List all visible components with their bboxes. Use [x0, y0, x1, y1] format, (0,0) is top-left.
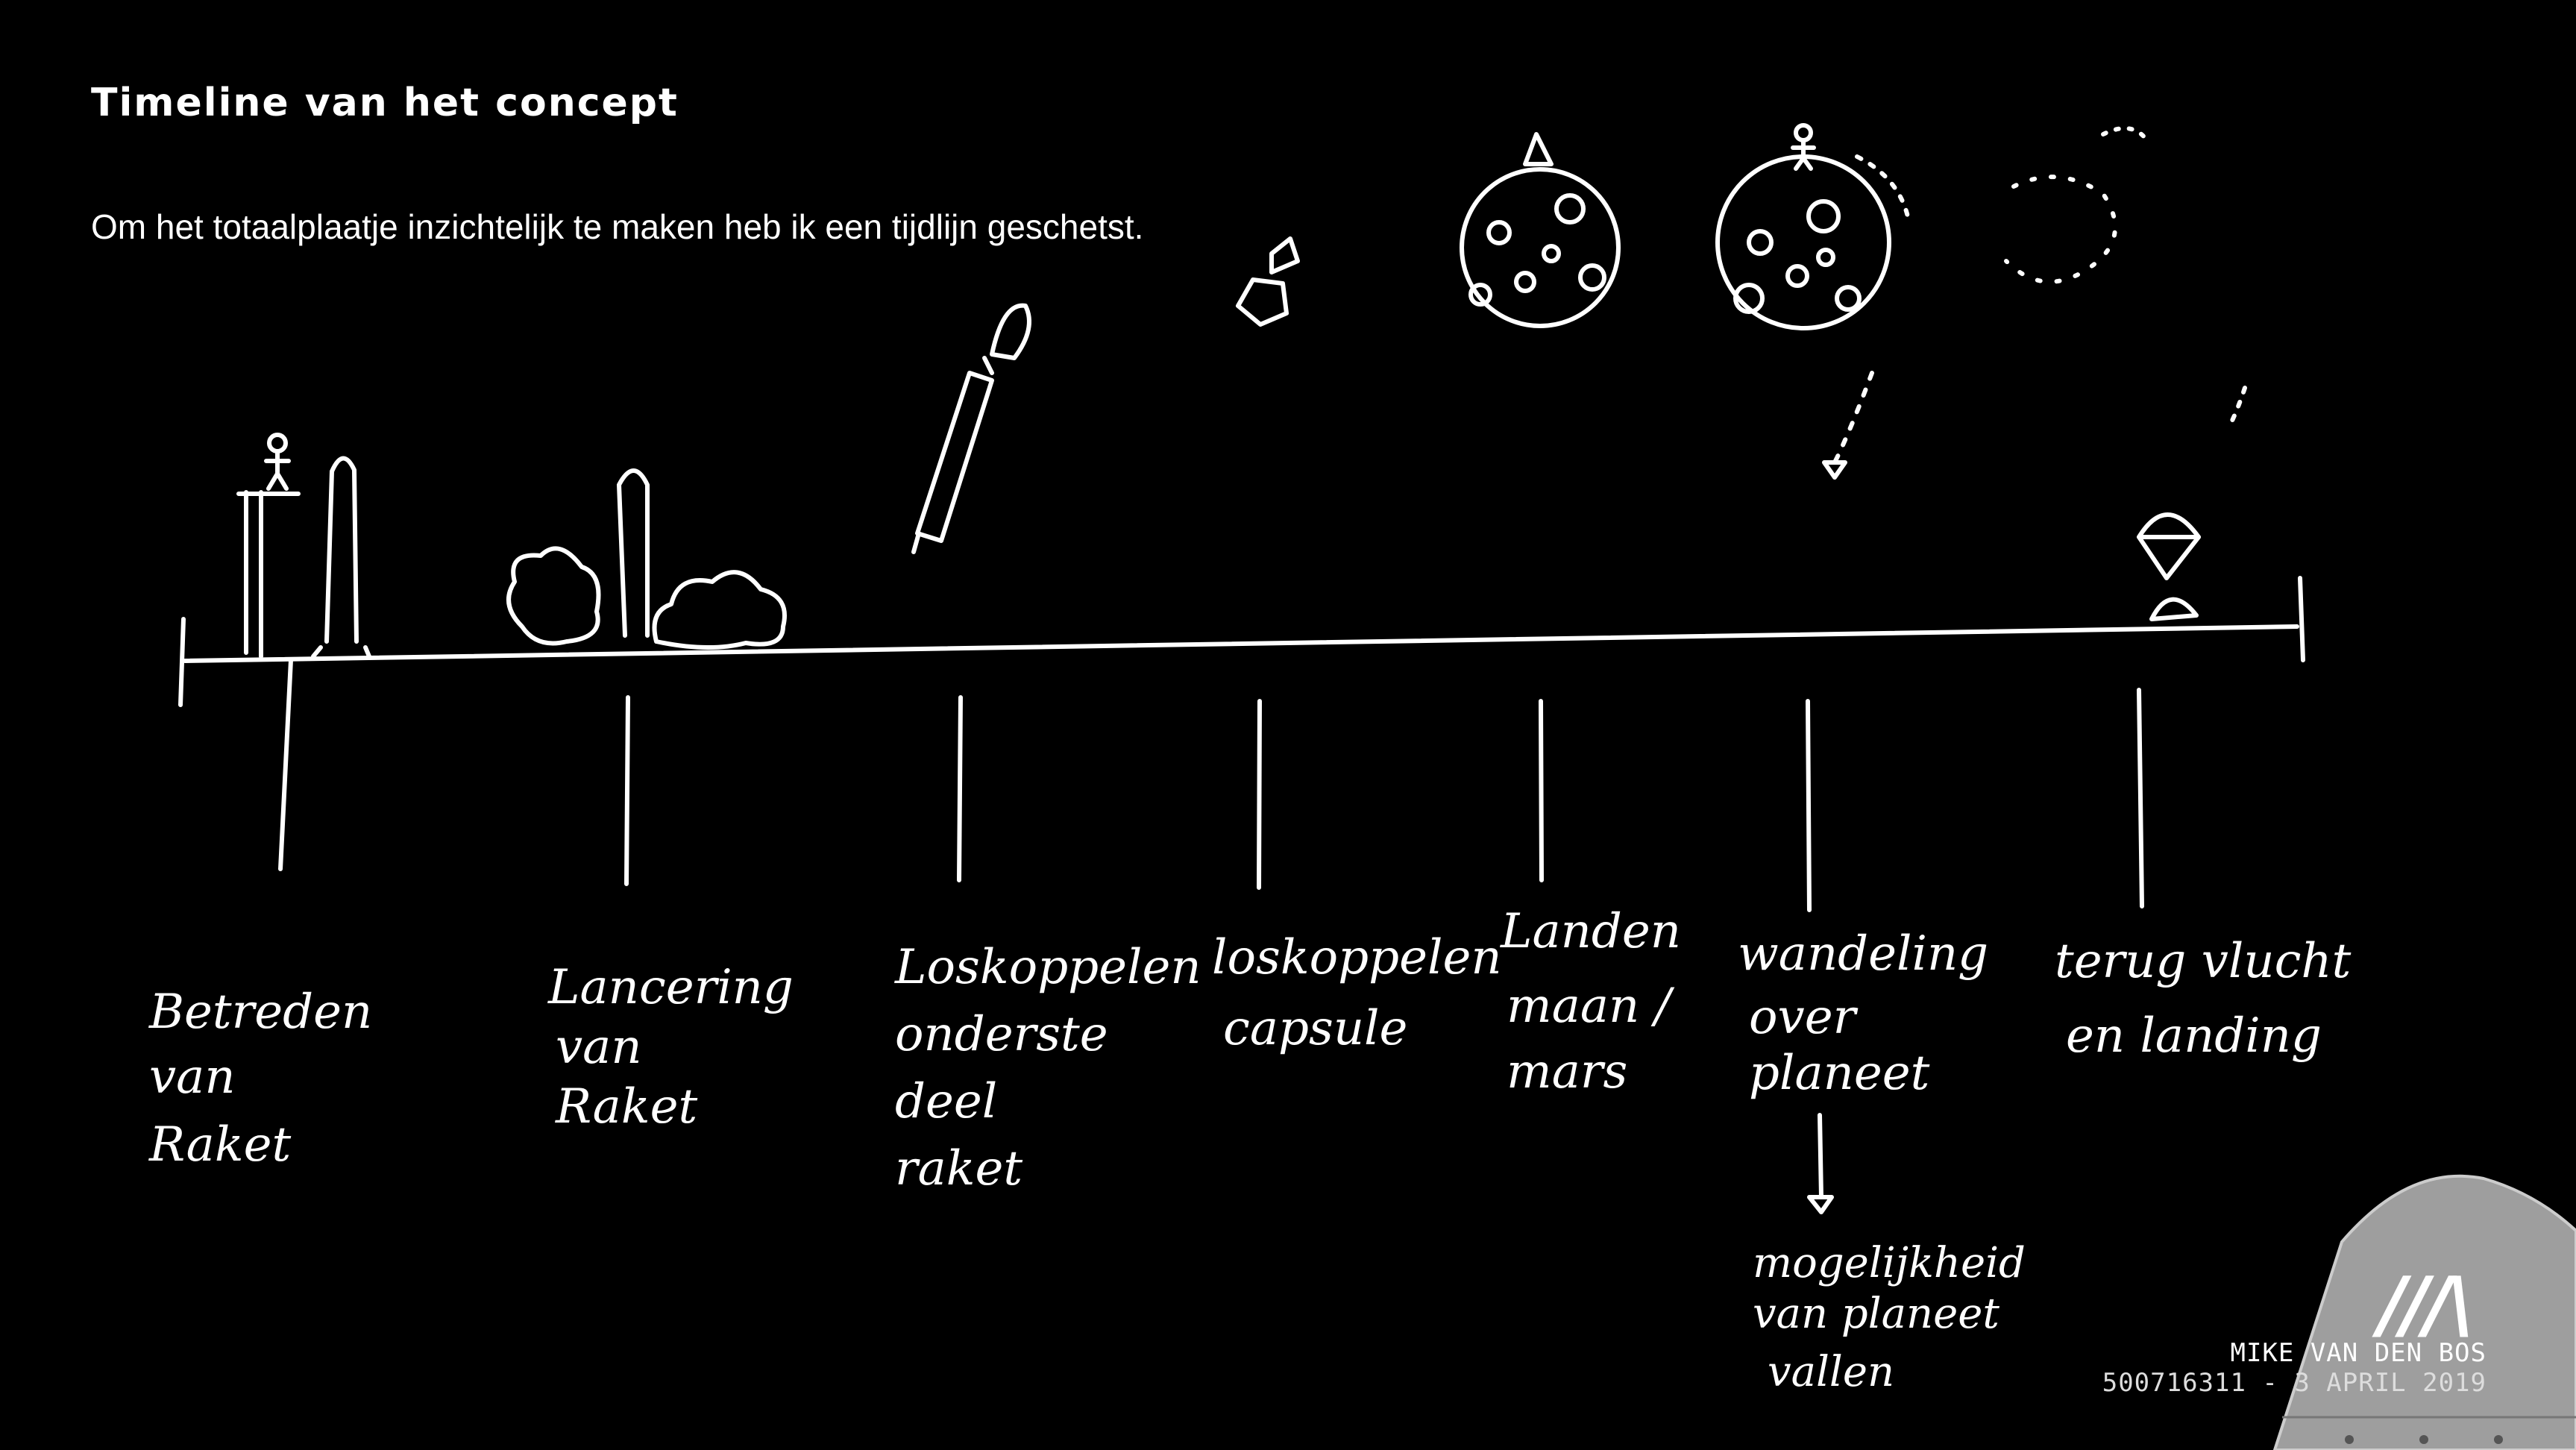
step-1-line-2: van	[149, 1049, 236, 1105]
moon-lander-icon	[1460, 132, 1621, 328]
step-6-line-2: over	[1749, 990, 1859, 1045]
step-line-6	[1806, 699, 1812, 912]
note-line-2: van planeet	[1753, 1290, 1999, 1338]
axis-end-tick	[2298, 576, 2305, 662]
step-line-1	[278, 658, 293, 871]
return-landing-icon	[2004, 126, 2247, 621]
separating-rocket-icon	[911, 303, 1031, 554]
step-1-line-1: Betreden	[148, 985, 372, 1040]
launch-smoke-icon	[506, 468, 787, 650]
step-6-line-3: planeet	[1749, 1046, 1930, 1101]
step-line-3	[957, 695, 963, 882]
brand-logo: ///\	[2379, 1261, 2475, 1348]
capsule-graphic	[2272, 1174, 2576, 1450]
axis-start-tick	[178, 617, 186, 707]
note-arrow-line	[1818, 1113, 1823, 1199]
step-1-line-3: Raket	[148, 1117, 291, 1173]
step-2-line-3: Raket	[555, 1079, 697, 1134]
step-5-line-1: Landen	[1500, 904, 1681, 959]
step-3-line-4: raket	[895, 1141, 1022, 1196]
step-line-4	[1257, 699, 1262, 890]
intro-text: Om het totaalplaatje inzichtelijk te mak…	[91, 207, 1144, 246]
student-meta: 500716311 - 3 APRIL 2019	[2102, 1368, 2487, 1398]
note-arrow-head	[1807, 1195, 1834, 1214]
step-3-line-2: onderste	[895, 1007, 1108, 1062]
author-name: MIKE VAN DEN BOS	[2230, 1338, 2487, 1368]
step-line-5	[1539, 699, 1544, 882]
timeline-axis	[183, 624, 2299, 663]
tower-rocket-icon	[236, 433, 371, 659]
step-3-line-1: Loskoppelen	[894, 940, 1201, 995]
planet-astronaut-icon	[1715, 123, 1911, 480]
step-line-2	[624, 695, 630, 886]
note-line-1: mogelijkheid	[1753, 1239, 2026, 1287]
step-2-line-1: Lancering	[547, 960, 794, 1015]
page-title: Timeline van het concept	[91, 81, 679, 125]
step-3-line-3: deel	[895, 1074, 997, 1129]
note-line-3: vallen	[1768, 1348, 1894, 1396]
step-4-line-1: loskoppelen	[1212, 930, 1502, 985]
step-7-line-2: en landing	[2066, 1008, 2322, 1064]
step-7-line-1: terug vlucht	[2055, 934, 2352, 989]
step-4-line-2: capsule	[1223, 1001, 1407, 1056]
capsule-icon	[1236, 236, 1300, 327]
step-2-line-2: van	[556, 1020, 642, 1075]
step-5-line-3: mars	[1507, 1044, 1627, 1099]
step-6-line-1: wandeling	[1738, 926, 1988, 982]
step-5-line-2: maan /	[1507, 979, 1675, 1034]
step-line-7	[2137, 688, 2144, 908]
